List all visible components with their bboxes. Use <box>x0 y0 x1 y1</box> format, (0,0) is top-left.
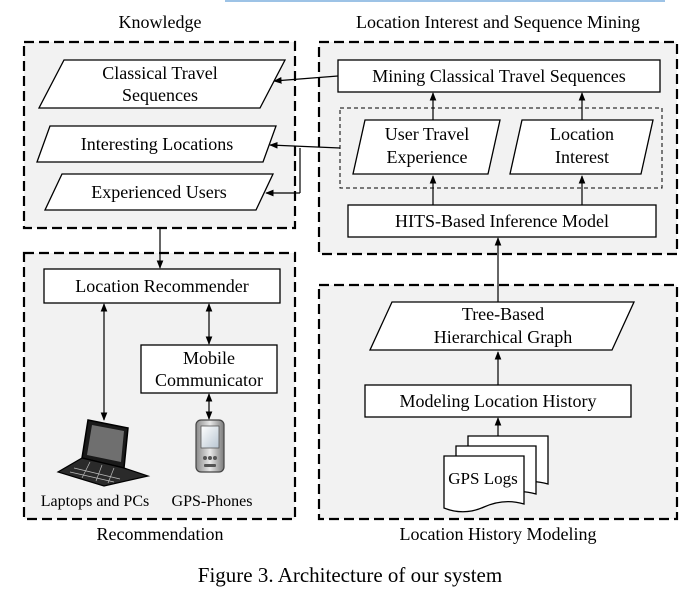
hits-model-node <box>347 204 657 238</box>
classical-travel-sequences-node <box>37 59 287 109</box>
history-title: Location History Modeling <box>400 524 597 544</box>
user-travel-experience-line1: User Travel <box>385 124 470 144</box>
location-interest-node <box>509 119 654 175</box>
gps-logs-node <box>443 435 549 513</box>
location-interest-line2: Interest <box>555 147 609 167</box>
gps-phones-label: GPS-Phones <box>172 493 253 510</box>
recommendation-title: Recommendation <box>97 524 224 544</box>
gps-phone-icon <box>195 419 225 473</box>
knowledge-title: Knowledge <box>119 12 202 32</box>
hits-model-label: HITS-Based Inference Model <box>395 211 609 231</box>
user-travel-experience-line2: Experience <box>387 147 468 167</box>
laptops-label: Laptops and PCs <box>41 493 149 510</box>
tree-graph-node <box>368 301 636 351</box>
user-travel-experience-node <box>352 119 501 175</box>
gps-logs-label: GPS Logs <box>448 469 517 488</box>
page-divider <box>225 0 665 2</box>
mobile-communicator-line2: Communicator <box>155 370 263 390</box>
mining-sequences-label: Mining Classical Travel Sequences <box>372 66 625 86</box>
classical-travel-sequences-line1: Classical Travel <box>102 63 218 83</box>
classical-travel-sequences-line2: Sequences <box>122 85 198 105</box>
modeling-history-label: Modeling Location History <box>400 391 597 411</box>
mining-sequences-node <box>337 59 661 93</box>
mobile-communicator-node <box>140 344 278 394</box>
interesting-locations-node <box>36 125 277 163</box>
mobile-communicator-line1: Mobile <box>183 348 235 368</box>
location-interest-line1: Location <box>550 124 614 144</box>
tree-graph-line2: Hierarchical Graph <box>434 327 572 347</box>
location-recommender-label: Location Recommender <box>75 276 248 296</box>
mining-title: Location Interest and Sequence Mining <box>356 12 640 32</box>
experienced-users-label: Experienced Users <box>91 182 226 202</box>
tree-graph-line1: Tree-Based <box>462 304 544 324</box>
arrow-group-to-interesting-locations <box>269 141 341 149</box>
arrow-sequences-to-knowledge <box>273 75 339 84</box>
modeling-history-node <box>364 384 632 418</box>
figure-caption: Figure 3. Architecture of our system <box>198 563 502 587</box>
laptop-icon <box>56 419 151 487</box>
experienced-users-node <box>43 173 275 211</box>
location-recommender-node <box>43 268 281 304</box>
interesting-locations-label: Interesting Locations <box>81 134 233 154</box>
